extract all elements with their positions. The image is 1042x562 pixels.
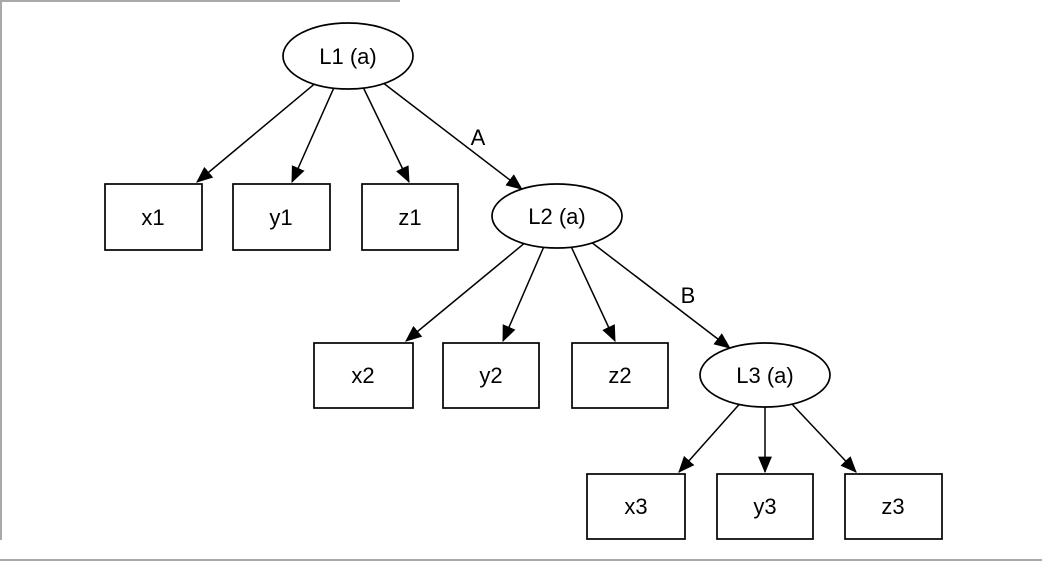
edge-l3-x3 xyxy=(678,403,740,473)
node-label-l1: L1 (a) xyxy=(319,44,376,69)
ellipse-l1 xyxy=(282,22,414,90)
node-l3: L3 (a) xyxy=(699,342,831,408)
node-z1: z1 xyxy=(361,183,459,251)
rect-z1 xyxy=(361,183,459,251)
node-label-y1: y1 xyxy=(269,205,292,230)
edge-l3-z3 xyxy=(791,403,857,473)
node-l2: L2 (a) xyxy=(491,183,623,249)
rect-x3 xyxy=(586,473,686,540)
node-label-l2: L2 (a) xyxy=(528,204,585,229)
edge-l2-x2 xyxy=(405,243,525,342)
rect-y2 xyxy=(442,342,540,409)
node-y2: y2 xyxy=(442,342,540,409)
edge-l2-y2 xyxy=(502,247,545,343)
node-l1: L1 (a) xyxy=(282,22,414,90)
node-y3: y3 xyxy=(716,473,814,540)
edges-from-l2 xyxy=(405,242,731,349)
edge-l1-y1 xyxy=(291,87,335,184)
node-label-x2: x2 xyxy=(351,363,374,388)
rect-z2 xyxy=(571,342,669,409)
edge-l1-l2 xyxy=(383,82,523,190)
frame-left-border xyxy=(0,0,2,540)
node-label-z2: z2 xyxy=(608,363,631,388)
node-x3: x3 xyxy=(586,473,686,540)
edge-l1-x1 xyxy=(196,83,315,183)
node-label-l3: L3 (a) xyxy=(736,363,793,388)
rect-x2 xyxy=(313,342,414,409)
rect-z3 xyxy=(844,473,943,540)
node-label-z3: z3 xyxy=(881,494,904,519)
rect-x1 xyxy=(104,183,203,251)
edge-label-b: B xyxy=(681,283,696,308)
edge-l2-z2 xyxy=(570,246,616,343)
node-label-x3: x3 xyxy=(624,494,647,519)
frame-top-border xyxy=(0,0,400,2)
node-label-y3: y3 xyxy=(753,494,776,519)
edges-from-l3 xyxy=(678,403,857,474)
node-y1: y1 xyxy=(232,183,331,251)
edge-label-a: A xyxy=(471,125,486,150)
node-x2: x2 xyxy=(313,342,414,409)
rect-y3 xyxy=(716,473,814,540)
edges-from-l1 xyxy=(196,82,523,190)
node-label-x1: x1 xyxy=(141,205,164,230)
node-z2: z2 xyxy=(571,342,669,409)
node-x1: x1 xyxy=(104,183,203,251)
rect-y1 xyxy=(232,183,331,251)
node-label-z1: z1 xyxy=(398,205,421,230)
frame-bottom-border xyxy=(0,559,1042,561)
edge-l2-l3 xyxy=(591,242,731,349)
ellipse-l2 xyxy=(491,183,623,249)
ellipse-l3 xyxy=(699,342,831,408)
node-label-y2: y2 xyxy=(479,363,502,388)
edge-l1-z1 xyxy=(362,87,410,184)
node-z3: z3 xyxy=(844,473,943,540)
